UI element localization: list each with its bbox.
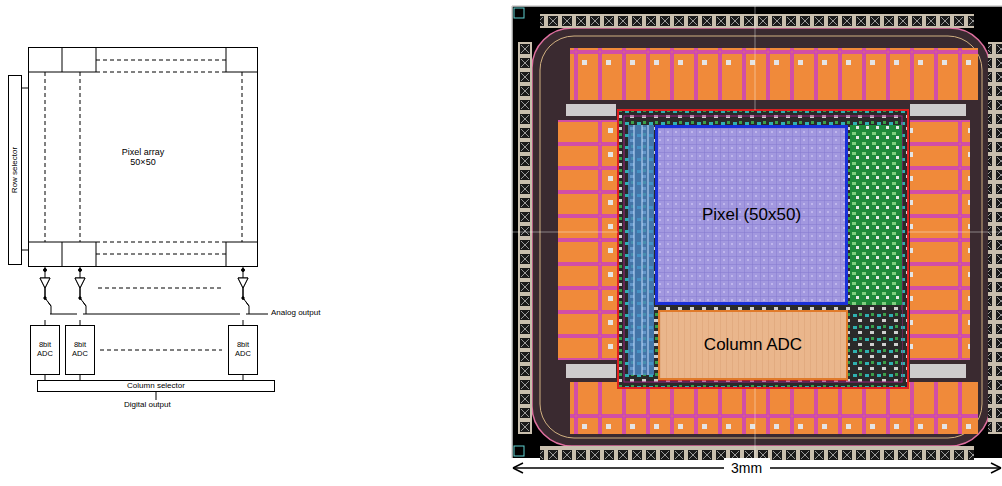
row-selector-box: Row selector <box>8 75 22 265</box>
adc-box: 8bit ADC <box>65 325 95 375</box>
column-adc-region: Column ADC <box>658 310 848 380</box>
node-text: Row selector <box>10 147 19 193</box>
dimension-label: 3mm <box>731 460 762 476</box>
adc-box: 8bit ADC <box>30 325 60 375</box>
signal-label: Analog output <box>271 308 320 317</box>
node-text: 8bit ADC <box>31 341 59 358</box>
node-text: Pixel array 50×50 <box>114 147 172 168</box>
node-text: Pixel (50x50) <box>702 205 801 225</box>
node-text: 8bit ADC <box>229 341 257 358</box>
pixel-region: Pixel (50x50) <box>655 125 848 305</box>
node-text: 8bit ADC <box>66 341 94 358</box>
pixel-array-box: Pixel array 50×50 <box>28 47 258 267</box>
signal-label: Digital output <box>124 400 171 409</box>
adc-box: 8bit ADC <box>228 325 258 375</box>
node-text: Column selector <box>127 381 185 390</box>
column-selector-box: Column selector <box>37 380 275 392</box>
node-text: Column ADC <box>704 335 802 355</box>
